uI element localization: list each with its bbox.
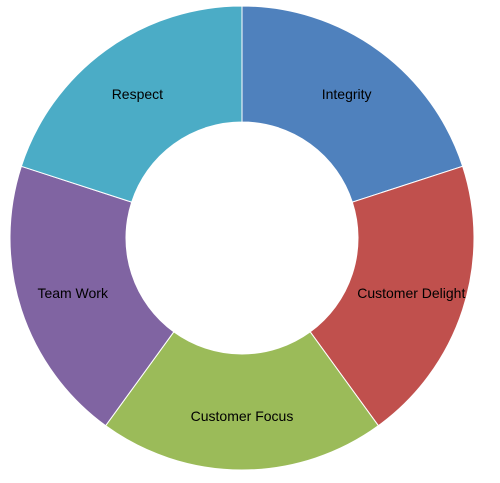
slice-respect [20,5,243,203]
slice-customer-focus [104,331,380,471]
slices-layer [9,5,475,471]
slice-team-work [9,165,175,427]
slice-label-customer-focus: Customer Focus [191,408,294,424]
slice-label-respect: Respect [112,86,163,102]
slice-label-customer-delight: Customer Delight [357,285,465,301]
slice-label-integrity: Integrity [322,86,372,102]
slice-integrity [241,5,464,203]
slice-label-team-work: Team Work [37,285,109,301]
slice-customer-delight [309,165,475,427]
